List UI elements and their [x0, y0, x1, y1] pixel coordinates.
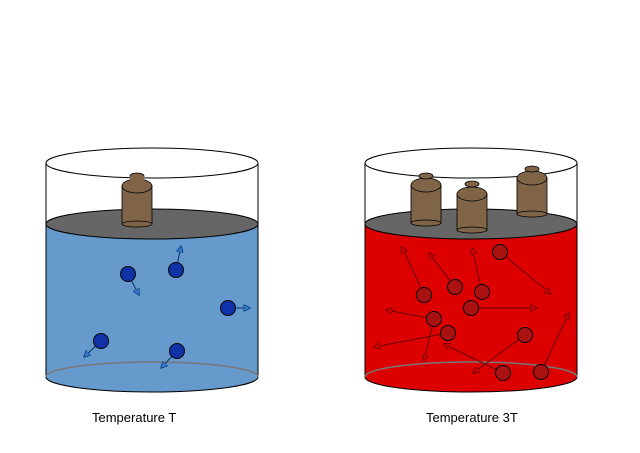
right-cylinder-rim: [364, 147, 578, 179]
molecule: [444, 344, 511, 381]
molecule: [472, 248, 490, 300]
molecule: [402, 247, 432, 303]
molecule: [386, 310, 442, 361]
molecule: [120, 266, 140, 296]
molecule: [168, 246, 184, 278]
molecule: [429, 253, 463, 295]
molecule: [533, 313, 570, 380]
left-caption: Temperature T: [92, 410, 177, 425]
molecule: [374, 325, 456, 348]
molecule: [473, 327, 533, 374]
right-molecules: [374, 244, 570, 381]
left-weight: [121, 172, 153, 228]
right-caption: Temperature 3T: [426, 410, 518, 425]
left-gas: [45, 223, 259, 393]
molecule: [84, 333, 109, 358]
right-weight: [456, 180, 488, 234]
right-weight: [516, 165, 548, 218]
right-cylinder: [364, 147, 578, 393]
left-molecules: [84, 246, 250, 368]
molecule: [161, 343, 185, 369]
right-cylinder-bottom: [364, 361, 578, 378]
left-cylinder: [45, 147, 259, 393]
right-weight: [410, 172, 442, 227]
molecule: [492, 244, 552, 295]
left-cylinder-rim: [45, 147, 259, 179]
molecule: [463, 300, 538, 316]
molecule: [220, 300, 251, 316]
left-cylinder-bottom: [45, 361, 259, 378]
